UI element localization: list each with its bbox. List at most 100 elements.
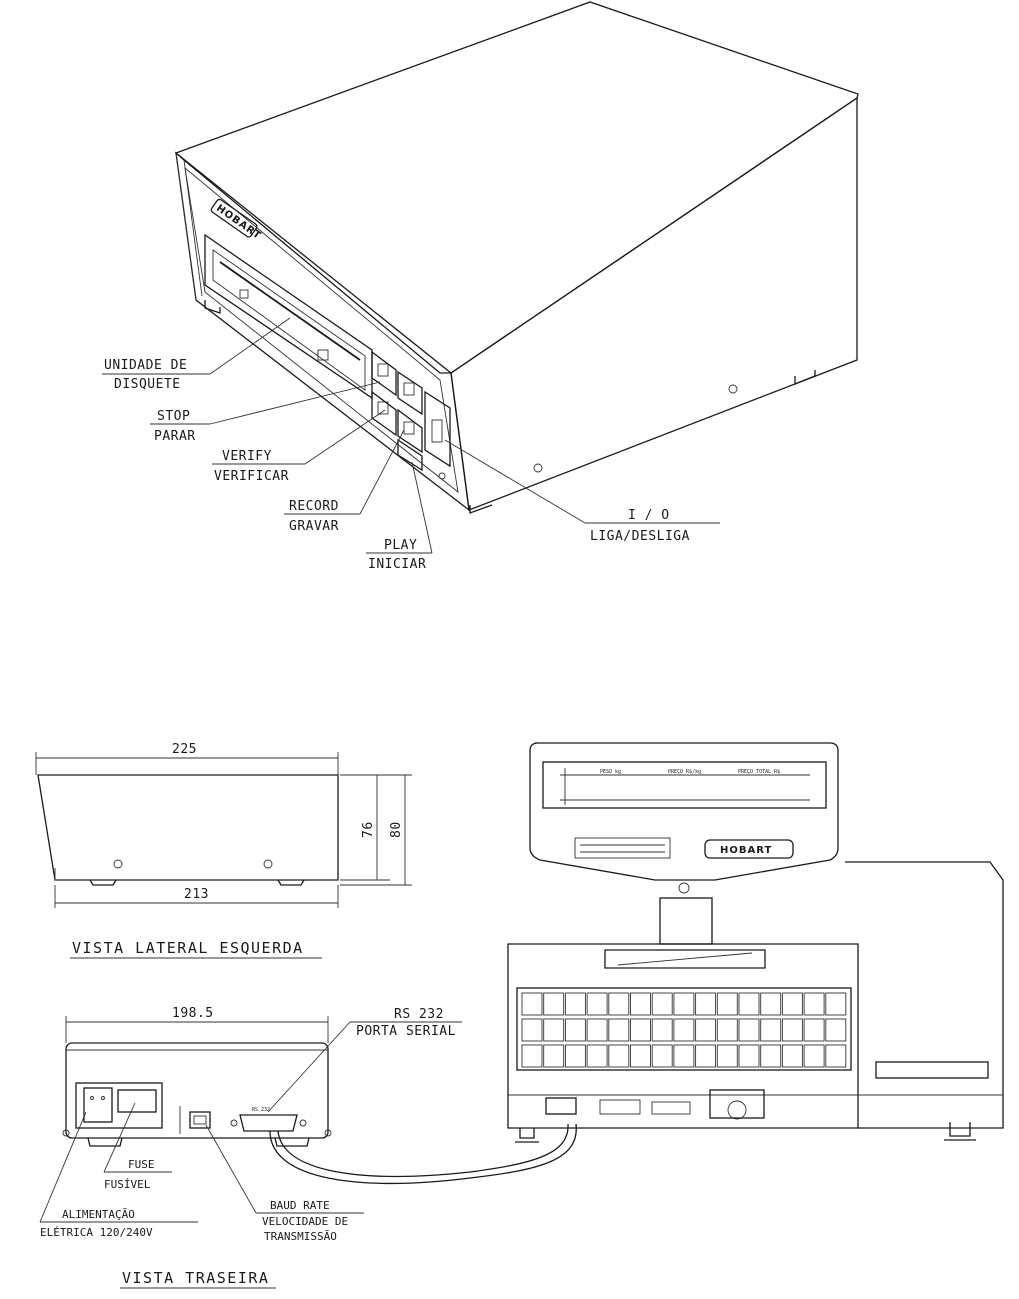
display-window [542, 761, 827, 809]
device-top-face [174, 1, 859, 374]
keypad-key [651, 1044, 673, 1068]
device-side-face [450, 96, 858, 511]
callout-verify-line1: VERIFY [222, 449, 272, 464]
device-foot [204, 300, 221, 314]
callout-baud-line1: BAUD RATE [270, 1199, 330, 1212]
keypad-key [651, 992, 673, 1016]
control-button-panel [371, 350, 451, 472]
keypad-key [738, 1018, 760, 1042]
screw-icon [113, 859, 123, 869]
keypad-key [695, 1044, 717, 1068]
keypad-key [586, 992, 608, 1016]
play-button [397, 438, 423, 472]
keypad-key [716, 992, 738, 1016]
dimension-top-label: 225 [172, 742, 197, 757]
keypad-key [716, 1044, 738, 1068]
keypad-keys [521, 992, 847, 1068]
keypad-key [825, 1018, 847, 1042]
callout-record-line1: RECORD [289, 499, 339, 514]
keypad-key [738, 1044, 760, 1068]
keypad-key [543, 1044, 565, 1068]
keypad-key [803, 1044, 825, 1068]
screw-icon [533, 463, 543, 473]
keypad-key [521, 1044, 543, 1068]
callout-play-line2: INICIAR [368, 557, 426, 572]
keypad-key [781, 992, 803, 1016]
verify-button [371, 390, 397, 437]
keypad [516, 987, 852, 1071]
callout-power-line1: I / O [628, 508, 670, 523]
callout-fuse-line1: FUSE [128, 1158, 155, 1171]
keypad-key [608, 1018, 630, 1042]
keypad-key [608, 1044, 630, 1068]
keypad-key [608, 992, 630, 1016]
side-body-outline [37, 774, 339, 881]
callout-record-line2: GRAVAR [289, 519, 339, 534]
dimension-inner-height-label: 76 [361, 821, 376, 838]
keypad-key [760, 992, 782, 1016]
keypad-key [564, 992, 586, 1016]
callout-power-line2: LIGA/DESLIGA [590, 529, 690, 544]
keypad-key [803, 992, 825, 1016]
scale-foot [515, 1128, 539, 1143]
rear-view-drawing: 198.5 RS 232 RS 232 PORTA SERIAL FUSE [39, 1006, 577, 1289]
keypad-key [651, 1018, 673, 1042]
callout-floppy-line2: DISQUETE [114, 377, 181, 392]
keypad-key [716, 1018, 738, 1042]
power-socket [83, 1087, 113, 1123]
callout-baud-line2: VELOCIDADE DE [262, 1215, 348, 1228]
power-inlet [75, 1082, 163, 1129]
display-header-unit-price: PREÇO R$/kg [668, 769, 701, 775]
floppy-slot [219, 261, 361, 361]
callout-power-supply-line2: ELÉTRICA 120/240V [40, 1226, 153, 1239]
keypad-key [760, 1018, 782, 1042]
rear-view-title: VISTA TRASEIRA [122, 1269, 269, 1287]
callout-baud-line3: TRANSMISSÃO [264, 1230, 337, 1243]
scale-base [507, 943, 859, 1129]
rear-panel-outline [65, 1042, 329, 1139]
scale-brand-plate [704, 839, 794, 859]
isometric-device-view: HOBART UNIDADE DE DISQUETE [102, 1, 859, 572]
device-foot [277, 879, 305, 886]
callout-fuse-line2: FUSÍVEL [104, 1178, 151, 1191]
front-bezel [184, 166, 459, 494]
display-header-total-price: PREÇO TOTAL R$ [738, 769, 780, 775]
display-header-weight: PESO kg [600, 769, 621, 775]
device-foot [87, 1137, 123, 1147]
fuse-holder [117, 1089, 157, 1113]
screw-icon [438, 472, 446, 480]
keypad-key [630, 1044, 651, 1068]
power-switch [424, 390, 451, 468]
keypad-key [825, 1044, 847, 1068]
record-button [397, 408, 423, 454]
keypad-key [781, 1044, 803, 1068]
keypad-key [695, 1018, 717, 1042]
keyboard-overlay-slot [604, 949, 766, 969]
keypad-key [630, 1018, 651, 1042]
device-callouts: UNIDADE DE DISQUETE STOP PARAR VERIFY VE… [102, 317, 720, 572]
callout-verify-line2: VERIFICAR [214, 469, 289, 484]
keypad-key [521, 992, 543, 1016]
unused-button-slot [397, 370, 423, 416]
stop-button [371, 350, 397, 397]
keypad-key [543, 1018, 565, 1042]
screw-icon [263, 859, 273, 869]
side-view-title: VISTA LATERAL ESQUERDA [72, 939, 304, 957]
brand-logo-text: HOBART [214, 203, 263, 242]
callout-serial-line1: RS 232 [394, 1007, 444, 1022]
display-head [529, 742, 839, 881]
callout-serial-line2: PORTA SERIAL [356, 1024, 456, 1039]
baud-rate-switch [189, 1111, 211, 1129]
platter-label-slot [875, 1061, 989, 1079]
device-foot [89, 879, 117, 886]
scale-brand-text: HOBART [720, 845, 772, 856]
keypad-key [738, 992, 760, 1016]
callout-power-supply-line1: ALIMENTAÇÃO [62, 1208, 135, 1221]
callout-play-line1: PLAY [384, 538, 417, 553]
keypad-key [695, 992, 717, 1016]
callout-stop-line1: STOP [157, 409, 190, 424]
keypad-key [673, 1044, 695, 1068]
dimension-outer-height-label: 80 [389, 821, 404, 838]
